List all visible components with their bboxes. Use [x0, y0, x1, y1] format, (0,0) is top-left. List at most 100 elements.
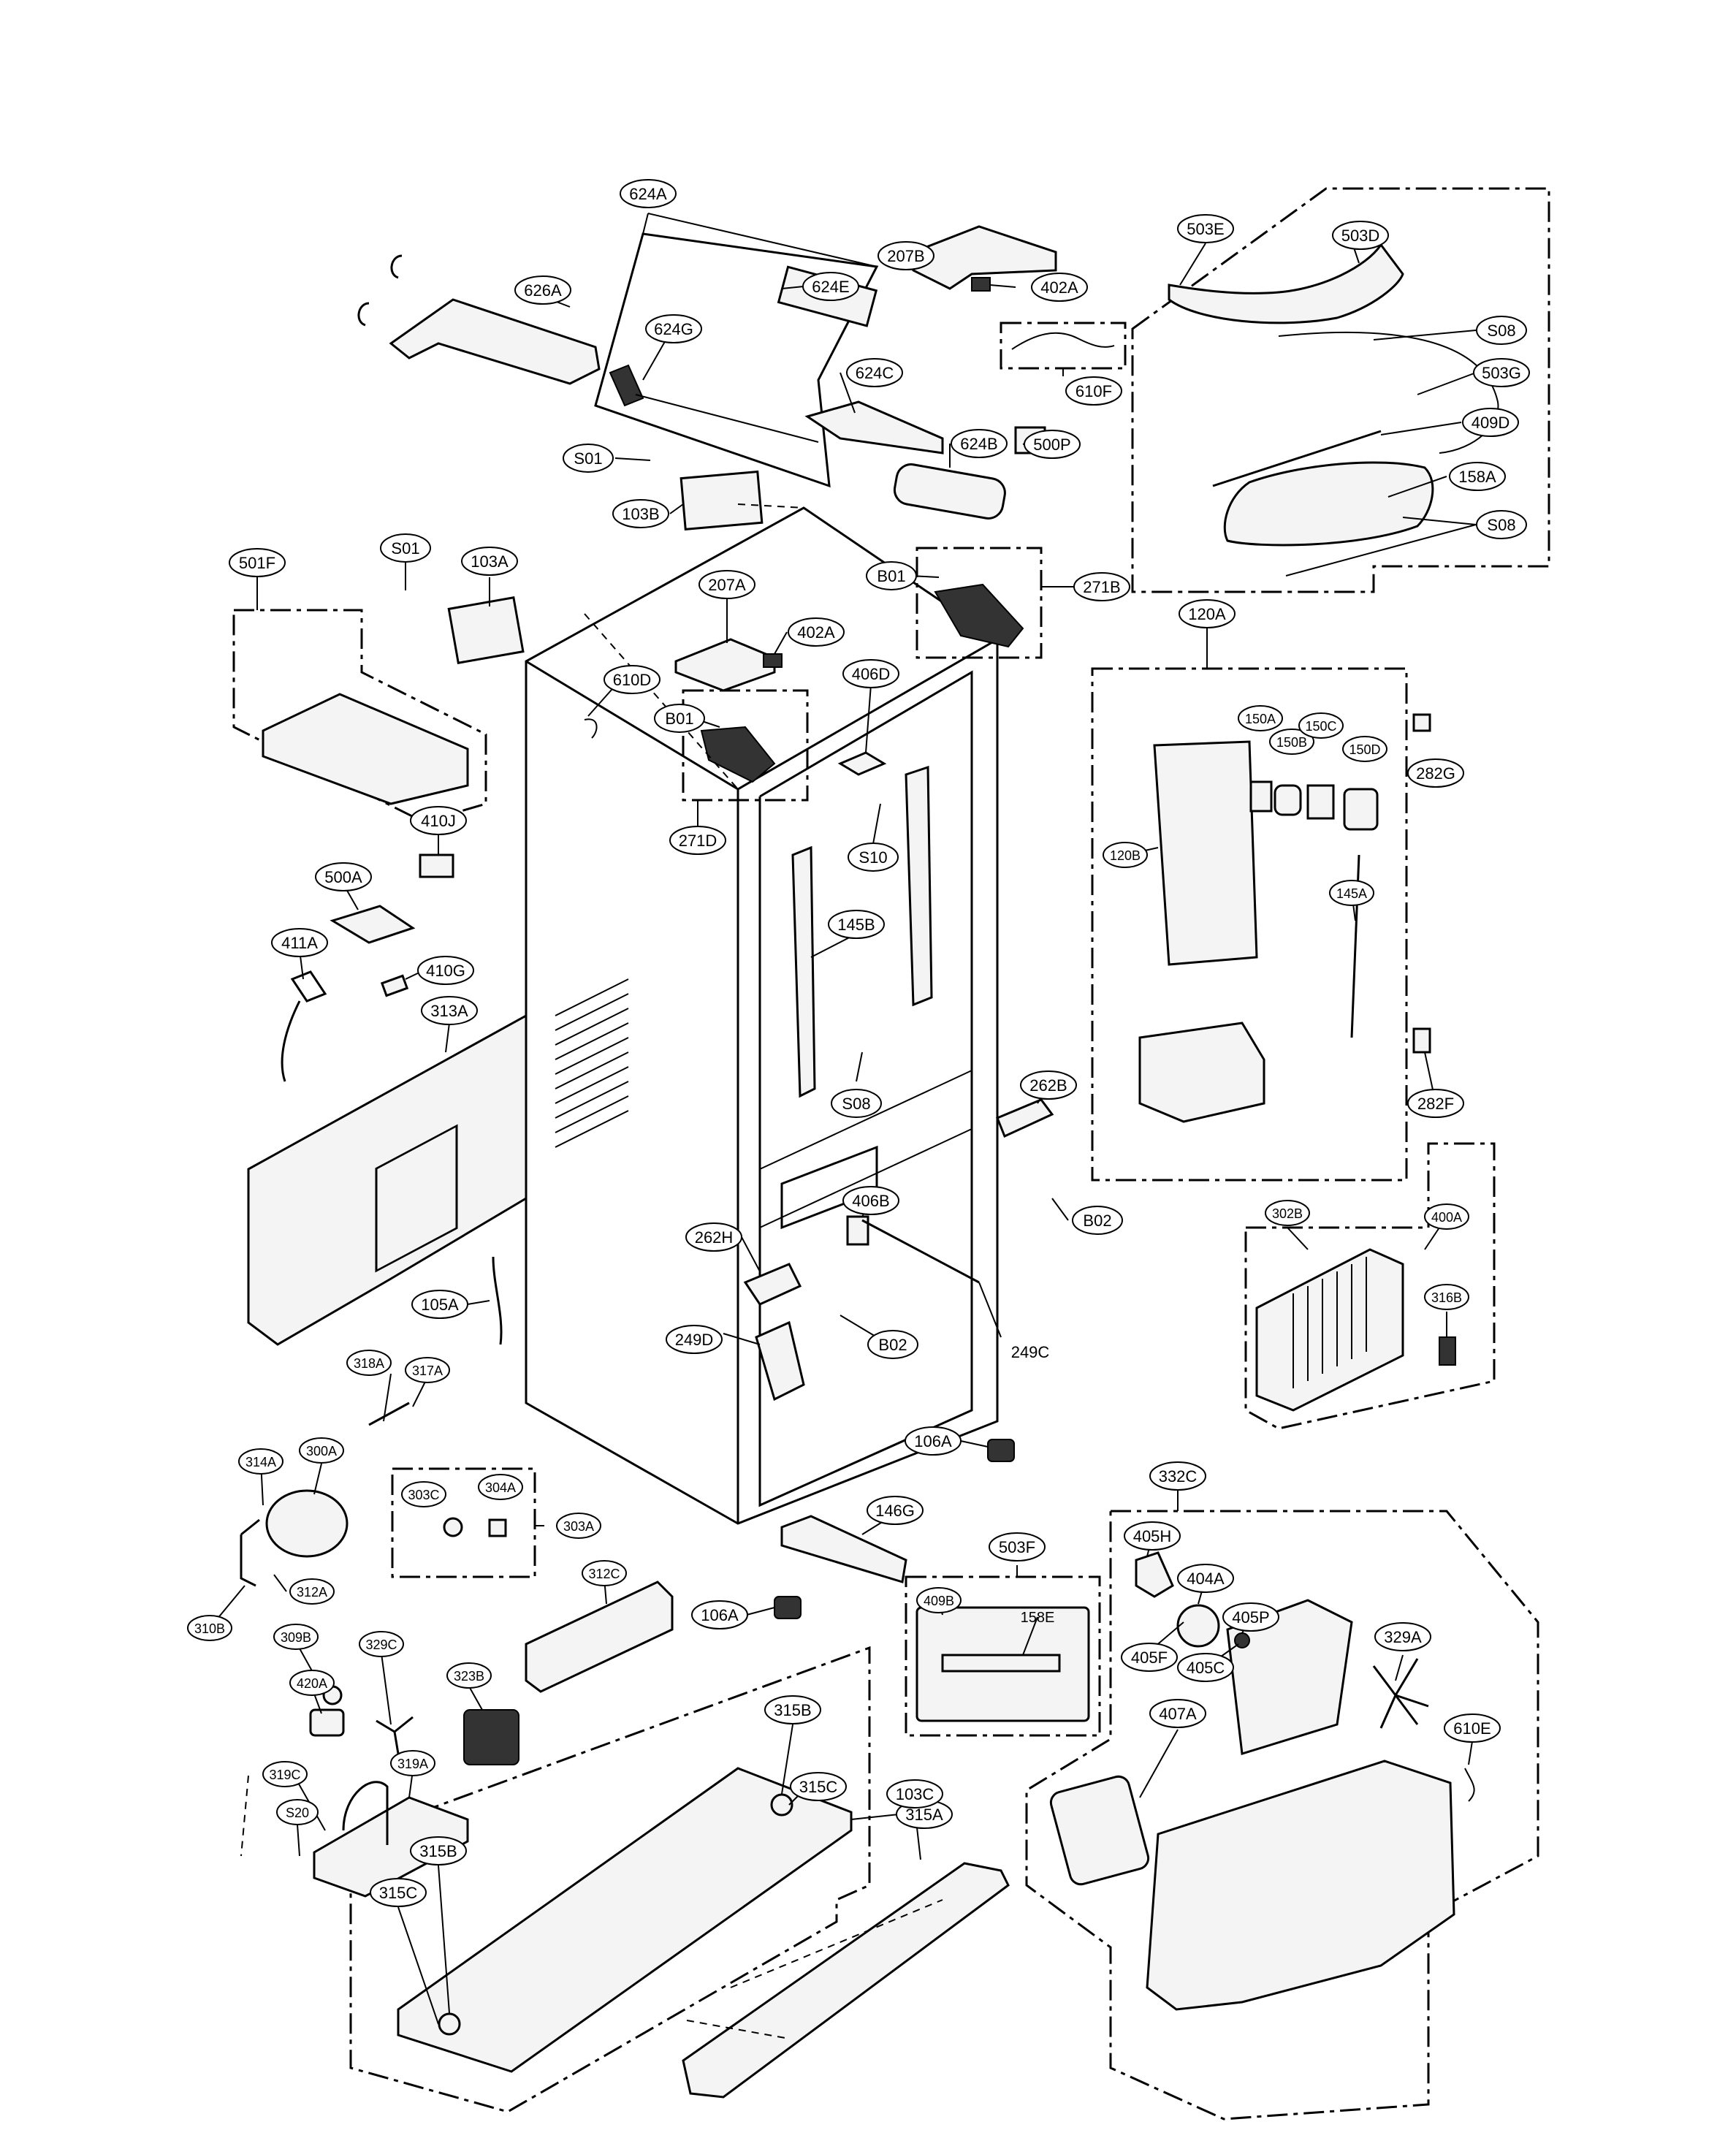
part-329A — [1372, 1658, 1429, 1729]
svg-text:610F: 610F — [1076, 382, 1112, 400]
svg-text:271D: 271D — [679, 832, 717, 850]
svg-text:315B: 315B — [774, 1701, 811, 1719]
callout-158A: 158A — [1449, 462, 1506, 491]
callout-405C: 405C — [1177, 1653, 1234, 1682]
callout-105A: 105A — [411, 1290, 468, 1319]
part-405H — [1135, 1551, 1174, 1598]
svg-text:624E: 624E — [812, 278, 849, 296]
svg-text:262H: 262H — [695, 1228, 734, 1247]
svg-text:S20: S20 — [286, 1806, 309, 1820]
svg-text:249C: 249C — [1011, 1343, 1050, 1361]
boundary-271B — [915, 547, 1043, 659]
callout-406D: 406D — [842, 659, 899, 688]
svg-text:207B: 207B — [887, 247, 924, 265]
svg-text:312A: 312A — [297, 1585, 327, 1600]
callout-249D: 249D — [666, 1325, 723, 1354]
callout-624B: 624B — [951, 429, 1008, 458]
svg-text:402A: 402A — [1040, 278, 1078, 297]
assembly-boundaries — [232, 187, 1550, 2121]
part-249C — [861, 1219, 980, 1284]
callout-410G: 410G — [417, 956, 474, 985]
svg-text:407A: 407A — [1159, 1705, 1197, 1723]
part-610D — [584, 718, 598, 739]
clip-icon — [357, 254, 403, 327]
callout-303C: 303C — [401, 1481, 446, 1507]
boundary-271D — [682, 689, 809, 802]
svg-text:S08: S08 — [1487, 322, 1515, 340]
boundary-332C — [1025, 1510, 1539, 2121]
part-624B — [893, 463, 1006, 520]
part-207B-top — [912, 225, 1057, 290]
callout-503D: 503D — [1332, 221, 1389, 250]
svg-text:315B: 315B — [419, 1842, 457, 1860]
part-150C — [1306, 784, 1335, 820]
callout-312A: 312A — [289, 1578, 335, 1605]
callout-150D: 150D — [1342, 736, 1387, 762]
svg-text:312C: 312C — [588, 1567, 620, 1581]
callout-106A-a: 106A — [905, 1426, 962, 1456]
svg-text:S10: S10 — [859, 848, 887, 867]
part-313A-cutout — [375, 1124, 458, 1273]
part-406D — [837, 751, 887, 776]
svg-text:404A: 404A — [1187, 1570, 1225, 1588]
svg-text:332C: 332C — [1159, 1467, 1198, 1486]
callout-406B: 406B — [842, 1186, 899, 1215]
callout-317A: 317A — [405, 1357, 450, 1383]
part-282F — [1412, 1027, 1431, 1054]
svg-text:S01: S01 — [391, 539, 419, 558]
part-407A — [1049, 1775, 1150, 1886]
part-303C — [443, 1517, 463, 1537]
svg-text:146G: 146G — [875, 1502, 915, 1520]
part-300A — [265, 1489, 349, 1558]
callout-410J: 410J — [410, 806, 467, 835]
svg-text:503F: 503F — [999, 1538, 1035, 1556]
svg-text:B02: B02 — [1083, 1212, 1111, 1230]
part-145B-left — [791, 845, 816, 1098]
svg-text:103B: 103B — [622, 505, 659, 523]
callout-262B: 262B — [1020, 1070, 1077, 1100]
callout-318A: 318A — [346, 1350, 392, 1376]
svg-text:317A: 317A — [412, 1363, 443, 1378]
callout-150C: 150C — [1298, 712, 1344, 739]
svg-text:282G: 282G — [1416, 764, 1455, 783]
svg-text:302B: 302B — [1272, 1206, 1303, 1221]
svg-text:610D: 610D — [613, 671, 652, 689]
svg-text:405P: 405P — [1232, 1608, 1269, 1627]
callout-405H: 405H — [1124, 1521, 1181, 1551]
part-313A — [247, 1013, 528, 1346]
svg-text:105A: 105A — [421, 1296, 459, 1314]
part-249D — [755, 1320, 805, 1401]
svg-text:503G: 503G — [1482, 364, 1521, 382]
callout-S01-b: S01 — [380, 533, 431, 563]
svg-text:103A: 103A — [471, 552, 509, 571]
boundary-503-group — [1131, 187, 1550, 593]
callout-329A: 329A — [1374, 1622, 1431, 1651]
part-316B — [1439, 1336, 1456, 1366]
svg-text:316B: 316B — [1431, 1290, 1462, 1305]
callout-332C: 332C — [1149, 1461, 1206, 1491]
part-158E — [941, 1654, 1061, 1673]
part-503G — [1278, 331, 1499, 454]
boundary-303A — [391, 1467, 536, 1578]
callout-207A: 207A — [698, 570, 755, 599]
callout-282G: 282G — [1407, 758, 1464, 788]
part-103A — [447, 596, 525, 664]
callout-282F: 282F — [1407, 1089, 1464, 1118]
callout-B01-a: B01 — [866, 561, 917, 590]
svg-text:411A: 411A — [281, 934, 318, 952]
svg-text:313A: 313A — [430, 1002, 468, 1020]
callout-313A: 313A — [421, 996, 478, 1025]
svg-text:B01: B01 — [877, 567, 905, 585]
callout-626A: 626A — [514, 275, 571, 305]
part-409B — [915, 1606, 1090, 1722]
callouts: 624A 207B 626A 624E 402A 503E 503D 624G … — [187, 179, 1530, 1907]
svg-text:503E: 503E — [1187, 220, 1224, 238]
callout-271D: 271D — [669, 826, 726, 855]
part-624A-frame — [594, 232, 879, 488]
svg-text:406D: 406D — [852, 665, 891, 683]
part-262H — [743, 1263, 802, 1306]
callout-319C: 319C — [262, 1761, 308, 1787]
part-409D — [1212, 430, 1382, 487]
part-120B — [1153, 740, 1258, 966]
svg-text:145B: 145B — [837, 916, 875, 934]
